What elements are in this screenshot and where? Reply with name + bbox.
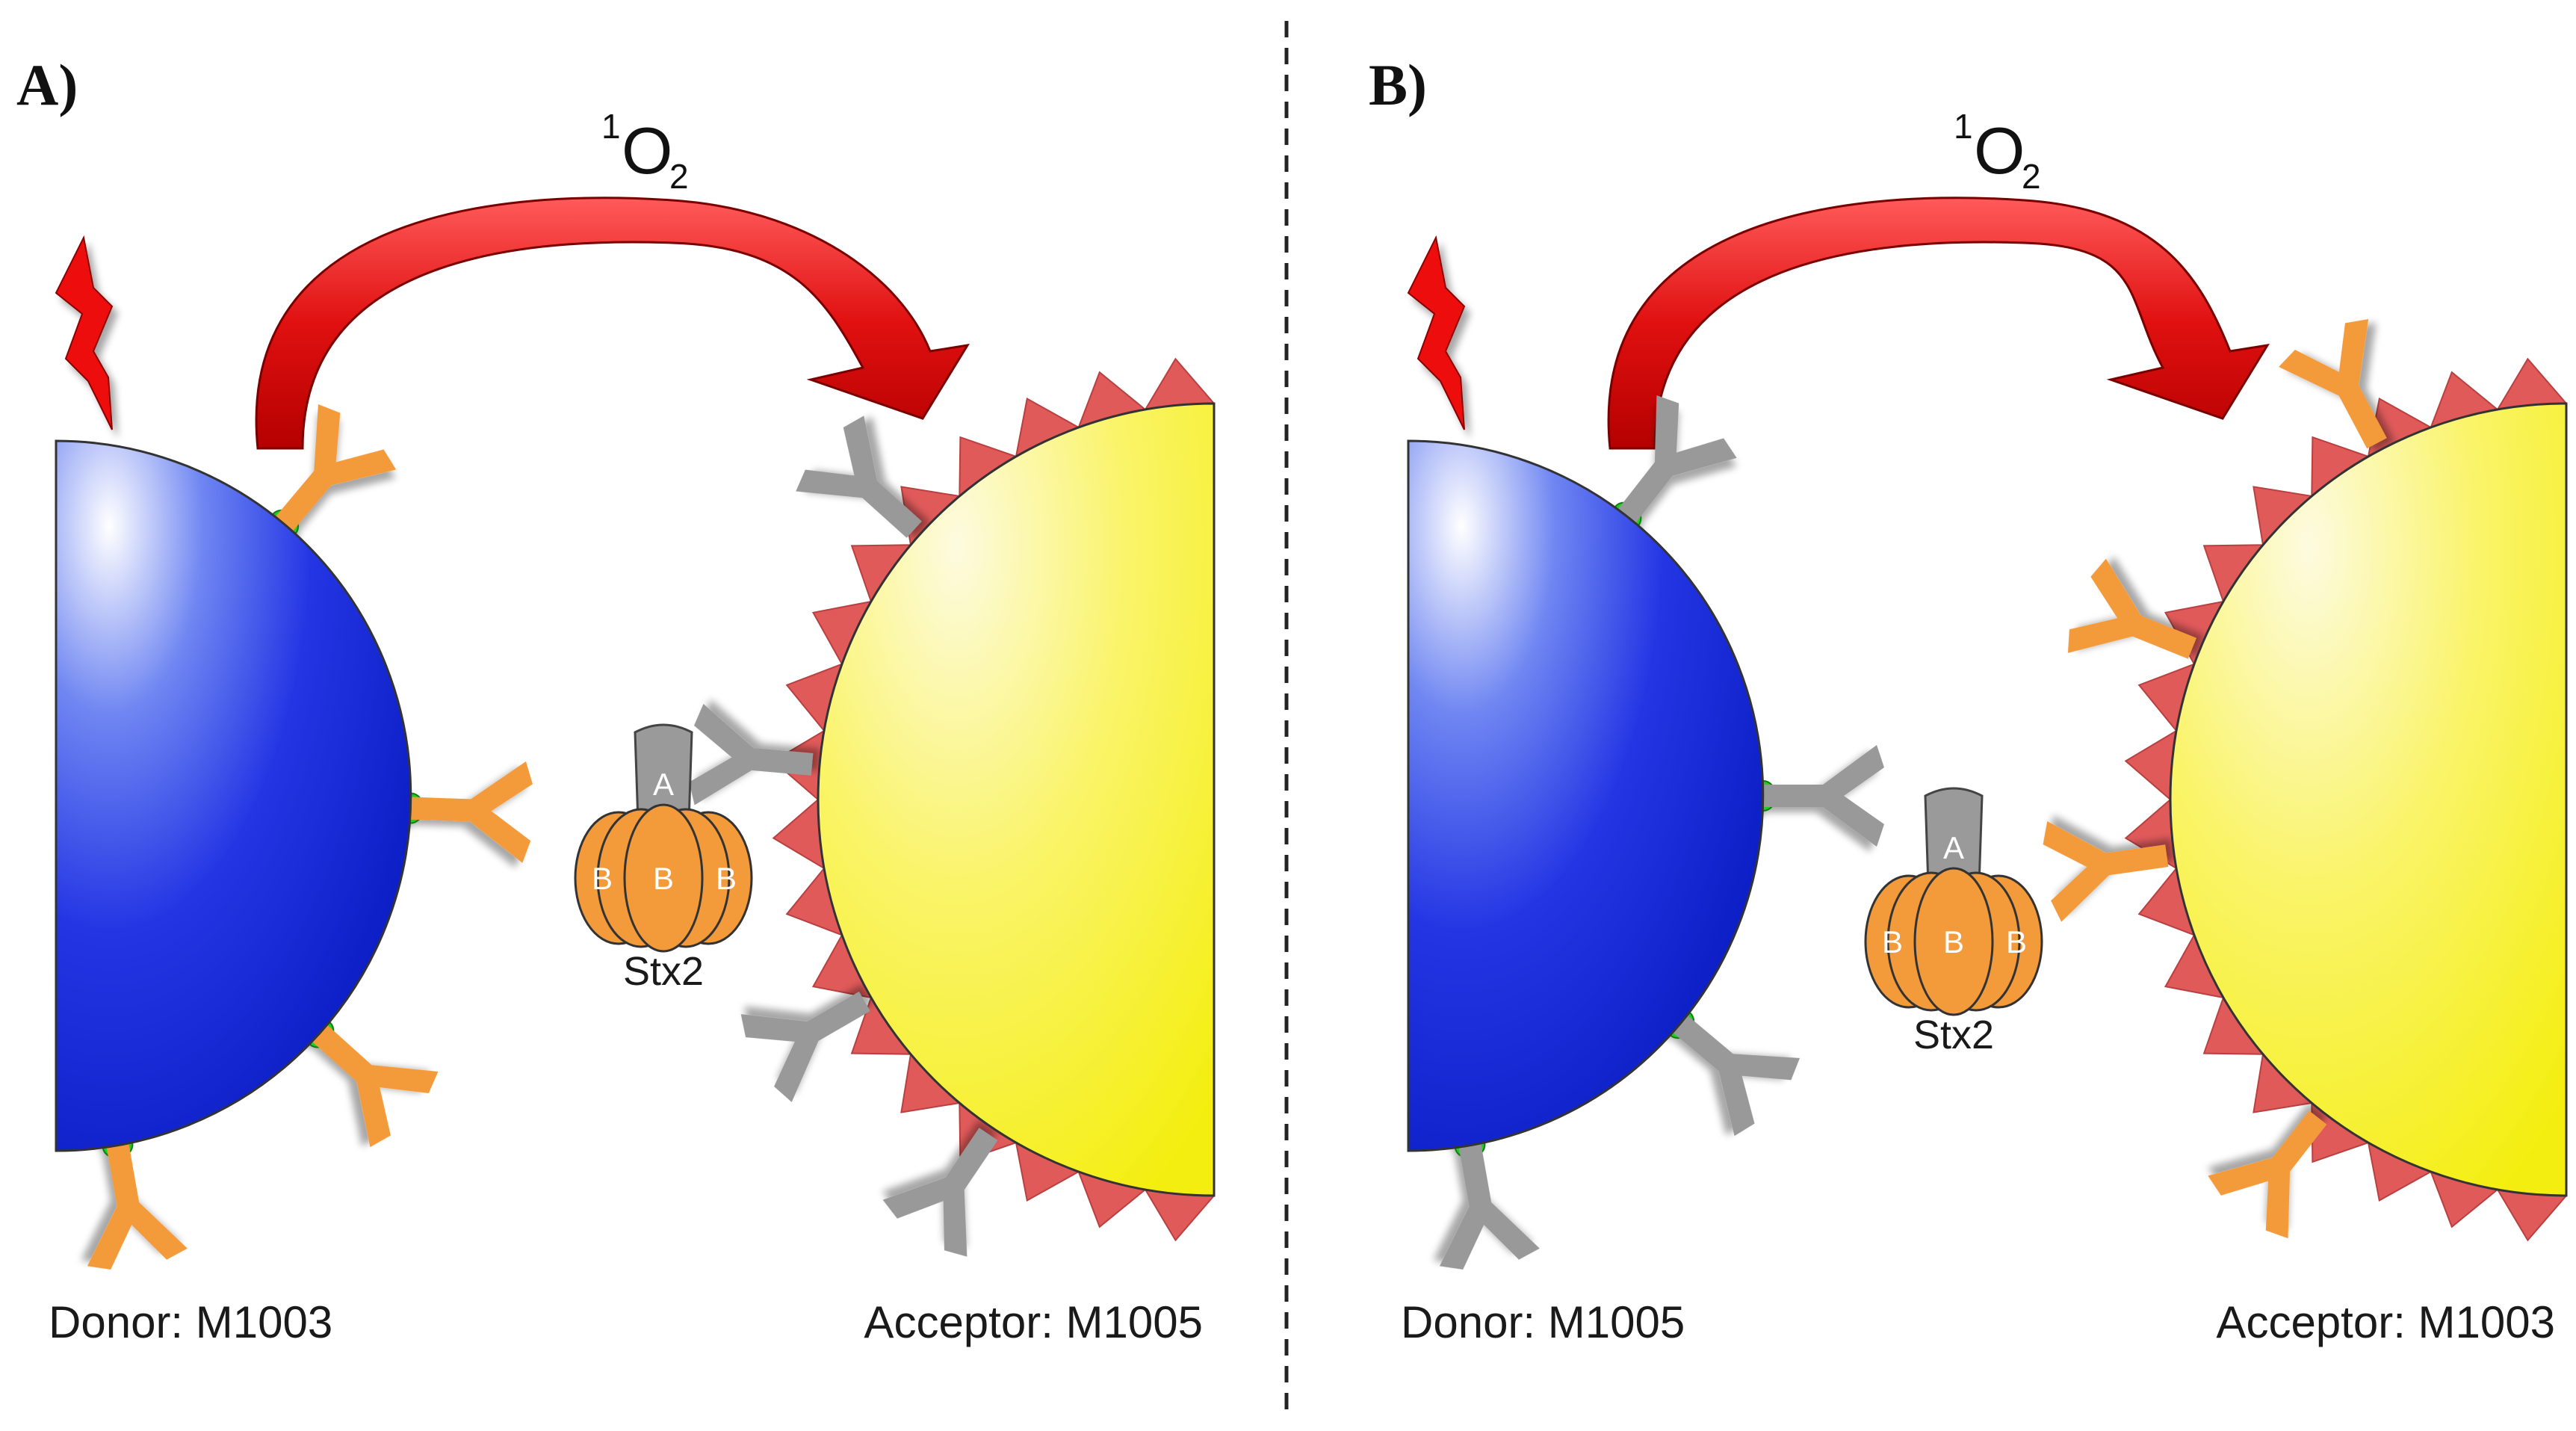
- o2-symbol: O: [622, 114, 672, 188]
- subunit-b-lobe: [1913, 867, 1994, 1016]
- subunit-a-label: A: [1943, 830, 1964, 865]
- acceptor-bead: [817, 402, 1216, 1197]
- singlet-oxygen-arrow: [255, 197, 970, 450]
- o2-superscript: 1: [601, 107, 621, 146]
- subunit-b-label-right: B: [2006, 924, 2027, 959]
- antibody-shape: [1419, 1136, 1541, 1274]
- subunit-b-label-center: B: [653, 861, 674, 896]
- subunit-a: A: [634, 723, 693, 823]
- antibody-shape: [67, 1136, 189, 1274]
- lightning-icon: [55, 235, 114, 430]
- subunit-b-label-right: B: [716, 861, 737, 896]
- o2-superscript: 1: [1954, 107, 1973, 146]
- toxin-label: Stx2: [1913, 1013, 1994, 1057]
- stx2-toxin: A B B B Stx2: [574, 723, 753, 994]
- o2-symbol: O: [1974, 114, 2025, 188]
- antibody-shape: [1763, 745, 1884, 847]
- subunit-a-label: A: [653, 767, 674, 802]
- o2-subscript: 2: [669, 157, 689, 196]
- lightning-icon: [1407, 235, 1466, 430]
- o2-subscript: 2: [2022, 157, 2041, 196]
- antibody-shape: [409, 757, 533, 864]
- acceptor-bead: [2169, 402, 2568, 1197]
- singlet-oxygen-arrow: [1607, 197, 2270, 450]
- panel-label: B): [1369, 52, 1427, 117]
- donor-caption: Donor: M1003: [49, 1297, 332, 1347]
- acceptor-caption: Acceptor: M1005: [864, 1297, 1203, 1347]
- subunit-a-shape: [1924, 787, 1984, 887]
- donor-caption: Donor: M1005: [1401, 1297, 1685, 1347]
- subunit-b-lobe: [623, 803, 704, 953]
- panel-label: A): [16, 52, 78, 117]
- donor-bead: [55, 439, 412, 1152]
- subunit-b-label-left: B: [1882, 924, 1903, 959]
- arrow-shape: [1607, 197, 2270, 450]
- subunit-b-label-center: B: [1943, 924, 1964, 959]
- stx2-toxin: A B B B Stx2: [1864, 787, 2043, 1057]
- antibody-icon: [687, 703, 817, 815]
- antibody-icon: [397, 757, 533, 864]
- toxin-label: Stx2: [623, 949, 704, 994]
- antibody-icon: [1750, 745, 1884, 847]
- donor-bead: [1407, 439, 1765, 1152]
- acceptor-caption: Acceptor: M1003: [2216, 1297, 2555, 1347]
- arrow-shape: [255, 197, 970, 450]
- subunit-b-label-left: B: [592, 861, 613, 896]
- antibody-shape: [687, 703, 817, 815]
- subunit-a-shape: [634, 723, 693, 823]
- subunit-a: A: [1924, 787, 1984, 887]
